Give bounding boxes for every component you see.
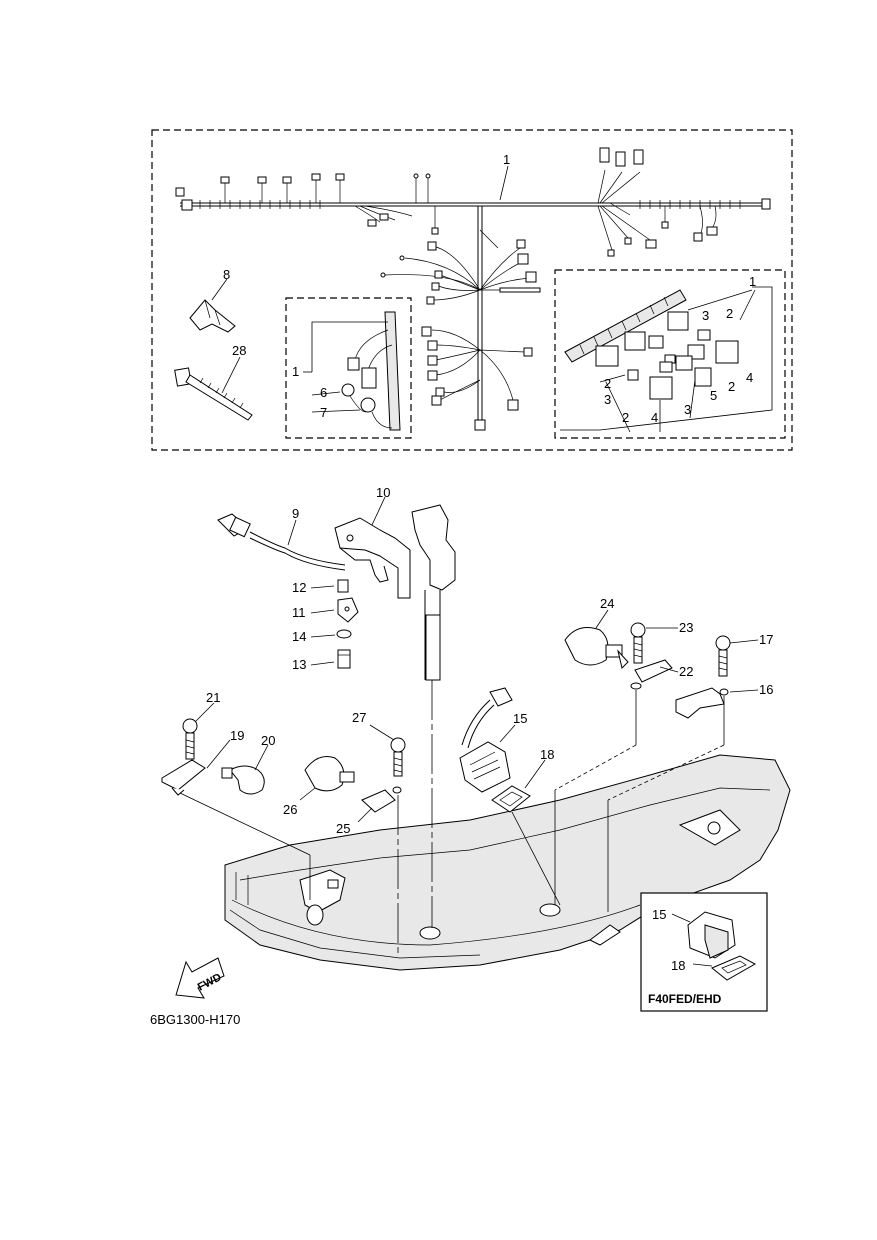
sub-assembly-frame-right <box>554 269 786 439</box>
callout-3a: 3 <box>702 308 709 323</box>
part-10-sensor-bracket <box>334 504 456 681</box>
callout-27: 27 <box>352 710 366 725</box>
callout-3b: 3 <box>604 392 611 407</box>
callout-7: 7 <box>320 405 327 420</box>
inset-part-15-switch <box>687 911 736 959</box>
callout-8: 8 <box>223 267 230 282</box>
bottom-cowling <box>224 754 791 971</box>
part-11-clamp <box>337 597 359 623</box>
part-14-washer <box>336 629 352 639</box>
part-27-bolt <box>390 737 406 777</box>
callout-4a: 4 <box>746 370 753 385</box>
part-22-bracket <box>630 659 673 690</box>
callout-10: 10 <box>376 485 390 500</box>
inset-label: F40FED/EHD <box>648 992 722 1006</box>
callout-24: 24 <box>600 596 614 611</box>
part-13-bolt <box>337 649 351 669</box>
harness-assembly-frame <box>151 129 793 451</box>
part-24-clamp <box>564 627 629 669</box>
callout-14: 14 <box>292 629 306 644</box>
callout-21: 21 <box>206 690 220 705</box>
figure-code: 6BG1300-H170 <box>150 1012 240 1027</box>
part-9-sensor-lead <box>217 513 346 571</box>
callout-23: 23 <box>679 620 693 635</box>
callout-1-left: 1 <box>292 364 299 379</box>
callout-2b: 2 <box>604 376 611 391</box>
fwd-arrow-icon <box>175 957 225 999</box>
callout-19: 19 <box>230 728 244 743</box>
part-23-bolt <box>630 622 646 664</box>
part-17-bolt <box>715 635 731 677</box>
callout-6: 6 <box>320 385 327 400</box>
part-1-sub-harness-right <box>564 289 739 400</box>
callout-2d: 2 <box>622 410 629 425</box>
part-19-bracket <box>161 759 206 796</box>
part-16-bracket <box>675 687 729 719</box>
callout-20: 20 <box>261 733 275 748</box>
part-18-grommet <box>491 785 531 813</box>
callout-4b: 4 <box>651 410 658 425</box>
part-8-wire-clamp <box>189 299 236 333</box>
callout-11: 11 <box>292 605 306 620</box>
main-wire-harness <box>175 147 771 431</box>
callout-9: 9 <box>292 506 299 521</box>
part-25-bracket <box>361 786 402 813</box>
part-20-clamp <box>221 765 265 795</box>
part-26-clamp <box>304 756 355 792</box>
callout-18: 18 <box>540 747 554 762</box>
callout-18-inset: 18 <box>671 958 685 973</box>
callout-17: 17 <box>759 632 773 647</box>
callout-2c: 2 <box>728 379 735 394</box>
callout-12: 12 <box>292 580 306 595</box>
callout-1-right: 1 <box>749 274 756 289</box>
callout-3c: 3 <box>684 402 691 417</box>
inset-part-18-grommet <box>711 955 757 981</box>
part-28-cable-tie <box>174 367 253 421</box>
callout-16: 16 <box>759 682 773 697</box>
part-15-switch <box>459 687 513 793</box>
callout-15-inset: 15 <box>652 907 666 922</box>
callout-5: 5 <box>710 388 717 403</box>
callout-26: 26 <box>283 802 297 817</box>
part-1-sub-harness-left <box>341 311 401 431</box>
callout-25: 25 <box>336 821 350 836</box>
callout-28: 28 <box>232 343 246 358</box>
callout-15: 15 <box>513 711 527 726</box>
part-21-bolt <box>182 718 198 760</box>
callout-2a: 2 <box>726 306 733 321</box>
callout-13: 13 <box>292 657 306 672</box>
callout-1-top: 1 <box>503 152 510 167</box>
callout-22: 22 <box>679 664 693 679</box>
part-12-spacer <box>337 579 349 593</box>
